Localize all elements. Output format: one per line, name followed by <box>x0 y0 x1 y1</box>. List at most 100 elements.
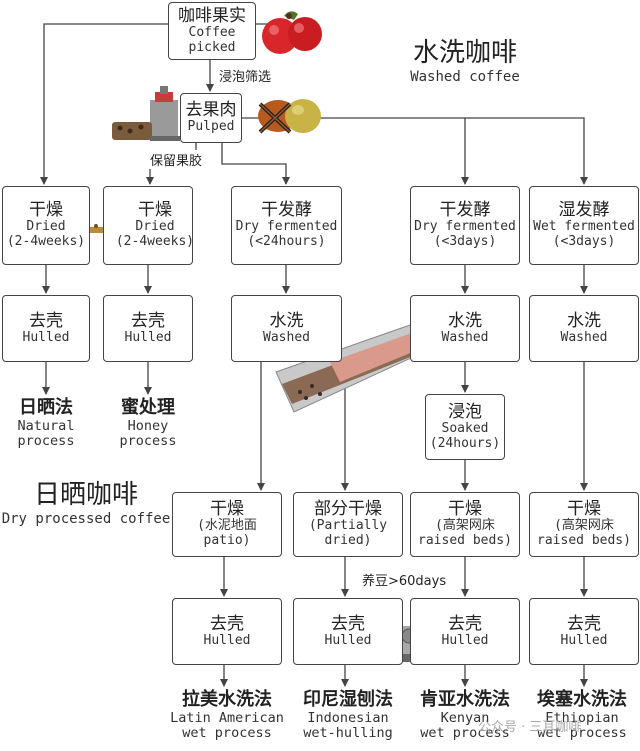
node-label-zh: 去壳 <box>131 310 165 331</box>
node-label-zh: 干燥 <box>210 499 244 520</box>
node-label-en: Dried <box>26 219 66 235</box>
node-label-en: Hulled <box>441 632 489 648</box>
node-label-en: Washed <box>560 329 608 345</box>
node-label-zh: 水洗 <box>448 310 482 331</box>
result-label-zh: 埃塞水洗法 <box>537 689 627 710</box>
node-label-zh: 干燥 <box>448 499 482 520</box>
node-label-en: (2-4weeks) <box>115 234 195 250</box>
node-label-zh: 去壳 <box>29 310 63 331</box>
partially-dried-node: 部分干燥 (Partially dried) <box>293 492 403 557</box>
result-label-zh: 肯亚水洗法 <box>420 689 510 710</box>
node-label-en: (24hours) <box>429 435 501 451</box>
result-label-en: wet process <box>182 725 272 742</box>
node-label-en: patio) <box>203 533 251 549</box>
hulled-ethiopian-node: 去壳 Hulled <box>529 598 639 665</box>
node-label-zh: 湿发酵 <box>558 200 610 221</box>
result-label-en: wet process <box>420 725 510 742</box>
wet-fermented-3d-node: 湿发酵 Wet fermented (<3days) <box>529 186 639 265</box>
ethiopian-label: 埃塞水洗法 Ethiopian wet process <box>524 689 640 742</box>
node-label-en: Dried <box>135 219 175 235</box>
hulled-indonesian-node: 去壳 Hulled <box>293 598 403 665</box>
dried-natural-node: 干燥 Dried (2-4weeks) <box>2 186 90 265</box>
washed-node-1: 水洗 Washed <box>231 295 342 362</box>
node-label-en: Pulped <box>187 119 235 135</box>
node-label-en: Soaked <box>441 420 489 436</box>
node-label-en: (<3days) <box>552 234 616 250</box>
node-label-zh: 去壳 <box>331 613 365 634</box>
node-label-en: (2-4weeks) <box>6 234 86 250</box>
result-label-zh: 印尼湿刨法 <box>303 689 393 710</box>
washed-coffee-title: 水洗咖啡 Washed coffee <box>395 32 535 85</box>
node-label-zh: 干燥 <box>567 499 601 520</box>
node-label-zh: 干燥 <box>29 200 63 221</box>
washed-coffee-title-en: Washed coffee <box>410 69 520 85</box>
node-label-en: (<3days) <box>433 234 497 250</box>
node-label-zh: 干发酵 <box>261 200 312 221</box>
dried-raised-beds-ethiopia-node: 干燥 (高架网床 raised beds) <box>529 492 639 557</box>
node-label-zh: 去壳 <box>567 613 601 634</box>
coffee-cherries-illustration <box>262 11 322 54</box>
node-label-zh: 水洗 <box>567 310 601 331</box>
node-label-en: picked <box>188 39 236 55</box>
node-label-zh: 去果肉 <box>185 100 237 121</box>
kenyan-label: 肯亚水洗法 Kenyan wet process <box>405 689 525 742</box>
dry-fermented-3d-node: 干发酵 Dry fermented (<3days) <box>410 186 520 265</box>
node-label-en: Dry fermented <box>414 219 516 235</box>
dry-coffee-title-en: Dry processed coffee <box>1 511 171 527</box>
result-label-zh: 拉美水洗法 <box>182 689 272 710</box>
node-label-en: dried) <box>324 533 372 549</box>
washed-node-3: 水洗 Washed <box>529 295 639 362</box>
node-label-zh: 浸泡 <box>448 401 482 422</box>
node-label-en: raised beds) <box>418 533 512 549</box>
dried-raised-beds-kenya-node: 干燥 (高架网床 raised beds) <box>410 492 520 557</box>
result-label-en: Latin American <box>170 709 284 726</box>
hulled-natural-node: 去壳 Hulled <box>2 295 90 362</box>
dry-coffee-title: 日晒咖啡 Dry processed coffee <box>0 474 172 527</box>
node-label-en: Coffee <box>188 24 236 40</box>
result-label-zh: 日晒法 <box>19 397 73 418</box>
node-label-en: (高架网床 <box>435 518 495 534</box>
node-label-en: (高架网床 <box>554 518 614 534</box>
node-label-zh: 干燥 <box>138 200 172 221</box>
result-label-en: Natural <box>17 417 75 434</box>
node-label-zh: 去壳 <box>210 613 244 634</box>
hulled-latin-node: 去壳 Hulled <box>172 598 282 665</box>
node-label-en: raised beds) <box>537 533 631 549</box>
removed-fruit-illustration <box>258 99 321 134</box>
node-label-en: Washed <box>441 329 489 345</box>
result-label-en: process <box>119 433 177 450</box>
node-label-en: (<24hours) <box>247 234 326 250</box>
honey-process-label: 蜜处理 Honey process <box>103 397 193 450</box>
dried-honey-node: 干燥 Dried (2-4weeks) <box>103 186 195 265</box>
watermark: 公众号 · 三耳咖啡 <box>478 720 582 735</box>
indonesian-label: 印尼湿刨法 Indonesian wet-hulling <box>288 689 408 742</box>
node-label-zh: 水洗 <box>269 310 304 331</box>
node-label-en: (水泥地面 <box>197 518 257 534</box>
natural-process-label: 日晒法 Natural process <box>2 397 90 450</box>
node-label-en: Hulled <box>324 632 372 648</box>
result-label-zh: 蜜处理 <box>121 397 175 418</box>
dried-patio-node: 干燥 (水泥地面 patio) <box>172 492 282 557</box>
hulled-honey-node: 去壳 Hulled <box>103 295 193 362</box>
node-label-en: (Partially <box>308 518 388 534</box>
result-label-en: wet process <box>537 725 627 742</box>
coffee-cherry-node: 咖啡果实 Coffee picked <box>168 2 256 60</box>
node-label-en: Washed <box>263 329 310 345</box>
soaked-node: 浸泡 Soaked (24hours) <box>425 394 505 460</box>
result-label-en: Kenyan <box>440 709 490 726</box>
result-label-en: Indonesian <box>307 709 389 726</box>
node-label-zh: 去壳 <box>448 613 482 634</box>
washed-coffee-title-zh: 水洗咖啡 <box>412 38 517 68</box>
hulled-kenyan-node: 去壳 Hulled <box>410 598 520 665</box>
node-label-zh: 干发酵 <box>439 200 491 221</box>
washed-node-2: 水洗 Washed <box>410 295 520 362</box>
node-label-en: Hulled <box>124 329 172 345</box>
node-label-en: Dry fermented <box>235 219 338 235</box>
latin-american-label: 拉美水洗法 Latin American wet process <box>162 689 292 742</box>
dry-fermented-24h-node: 干发酵 Dry fermented (<24hours) <box>231 186 342 265</box>
node-label-en: Hulled <box>560 632 608 648</box>
result-label-en: Ethiopian <box>545 709 619 726</box>
result-label-en: wet-hulling <box>303 725 393 742</box>
